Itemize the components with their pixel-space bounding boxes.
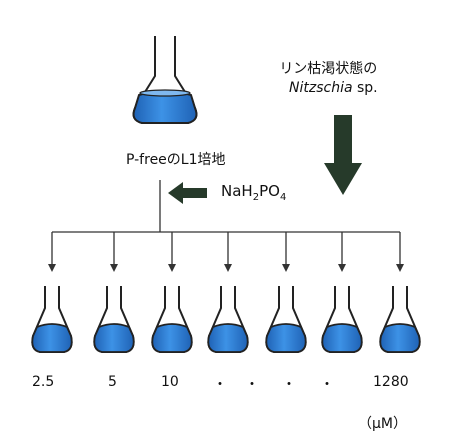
- concentration-dot-4: ・: [320, 377, 334, 393]
- flask-3: [151, 286, 193, 353]
- transfer-arrow-down: [324, 115, 362, 195]
- flask-6: [321, 286, 363, 353]
- reagent-prefix: NaH: [221, 182, 253, 200]
- concentration-dot-2: ・: [245, 377, 259, 393]
- medium-label: P-freeのL1培地: [126, 152, 226, 168]
- flask-4: [207, 286, 249, 353]
- source-label: リン枯渇状態の Nitzschia sp.: [279, 60, 378, 98]
- flask-7: [379, 286, 421, 353]
- source-line2: Nitzschia sp.: [279, 79, 378, 98]
- concentration-2: 5: [108, 374, 117, 390]
- reagent-label: NaH2PO4: [221, 182, 286, 203]
- concentration-dot-1: ・: [213, 377, 227, 393]
- concentration-3: 10: [161, 374, 179, 390]
- reagent-mid: PO: [259, 182, 280, 200]
- concentration-1: 2.5: [32, 374, 55, 390]
- source-line1: リン枯渇状態の: [279, 61, 378, 77]
- reagent-sub2: 4: [279, 192, 287, 203]
- distribution-lines: [51, 180, 401, 266]
- source-species-suffix: sp.: [352, 80, 378, 96]
- medium-flask: [132, 36, 198, 124]
- source-genus: Nitzschia: [289, 80, 353, 96]
- flask-5: [265, 286, 307, 353]
- flask-2: [93, 286, 135, 353]
- reagent-sub1: 2: [252, 192, 260, 203]
- reagent-arrow-left: [168, 182, 207, 204]
- distribution-arrowheads: [48, 264, 404, 272]
- unit-label: （μM）: [358, 416, 407, 432]
- concentration-last: 1280: [373, 374, 409, 390]
- concentration-dot-3: ・: [282, 377, 296, 393]
- flask-1: [31, 286, 73, 353]
